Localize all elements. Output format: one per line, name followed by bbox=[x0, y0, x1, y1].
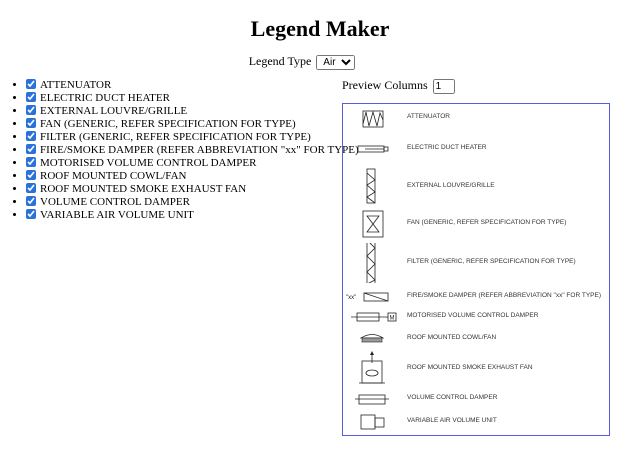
fan-icon bbox=[362, 210, 384, 238]
item-label: MOTORISED VOLUME CONTROL DAMPER bbox=[40, 157, 257, 169]
vav-unit-icon bbox=[360, 414, 385, 430]
preview-label: FIRE/SMOKE DAMPER (REFER ABBREVIATION "x… bbox=[407, 292, 601, 299]
checklist-item: ATTENUATOR bbox=[26, 79, 359, 92]
item-label: ATTENUATOR bbox=[40, 79, 112, 91]
checklist-item: VARIABLE AIR VOLUME UNIT bbox=[26, 209, 359, 222]
preview-label: ROOF MOUNTED COWL/FAN bbox=[407, 334, 497, 341]
checklist-item: FIRE/SMOKE DAMPER (REFER ABBREVIATION "x… bbox=[26, 144, 359, 157]
electric-duct-heater-icon bbox=[357, 145, 389, 153]
item-checkbox[interactable] bbox=[26, 144, 36, 154]
item-label: FILTER (GENERIC, REFER SPECIFICATION FOR… bbox=[40, 131, 311, 143]
attenuator-icon bbox=[362, 110, 384, 128]
filter-icon bbox=[366, 243, 376, 283]
item-checkbox[interactable] bbox=[26, 157, 36, 167]
item-label: VARIABLE AIR VOLUME UNIT bbox=[40, 209, 194, 221]
preview-label: EXTERNAL LOUVRE/GRILLE bbox=[407, 182, 495, 189]
item-checkbox[interactable] bbox=[26, 79, 36, 89]
volume-damper-icon bbox=[355, 394, 389, 405]
item-checkbox[interactable] bbox=[26, 196, 36, 206]
checklist-item: FILTER (GENERIC, REFER SPECIFICATION FOR… bbox=[26, 131, 359, 144]
preview-label: VOLUME CONTROL DAMPER bbox=[407, 394, 498, 401]
item-checkbox[interactable] bbox=[26, 105, 36, 115]
checklist-item: VOLUME CONTROL DAMPER bbox=[26, 196, 359, 209]
fire-smoke-damper-icon: "xx" bbox=[346, 292, 389, 302]
preview-label: ELECTRIC DUCT HEATER bbox=[407, 144, 487, 151]
item-label: ELECTRIC DUCT HEATER bbox=[40, 92, 170, 104]
preview-label: FAN (GENERIC, REFER SPECIFICATION FOR TY… bbox=[407, 219, 567, 226]
motorised-damper-icon: M bbox=[351, 312, 397, 322]
item-checkbox[interactable] bbox=[26, 118, 36, 128]
page-title: Legend Maker bbox=[250, 16, 390, 41]
item-label: ROOF MOUNTED SMOKE EXHAUST FAN bbox=[40, 183, 247, 195]
legend-type-select[interactable]: Air bbox=[316, 55, 356, 70]
item-checkbox[interactable] bbox=[26, 170, 36, 180]
item-checkbox[interactable] bbox=[26, 92, 36, 102]
preview-label: VARIABLE AIR VOLUME UNIT bbox=[407, 417, 497, 424]
checklist-item: ROOF MOUNTED COWL/FAN bbox=[26, 170, 359, 183]
svg-text:"xx": "xx" bbox=[346, 295, 356, 301]
checklist-item: EXTERNAL LOUVRE/GRILLE bbox=[26, 105, 359, 118]
checklist-item: ROOF MOUNTED SMOKE EXHAUST FAN bbox=[26, 183, 359, 196]
preview-label: FILTER (GENERIC, REFER SPECIFICATION FOR… bbox=[407, 258, 576, 265]
legend-type-label: Legend Type bbox=[248, 54, 312, 68]
preview-columns-control: Preview Columns bbox=[342, 78, 455, 94]
item-checkbox[interactable] bbox=[26, 209, 36, 219]
preview-label: ATTENUATOR bbox=[407, 113, 450, 120]
item-label: VOLUME CONTROL DAMPER bbox=[40, 196, 190, 208]
item-checkbox[interactable] bbox=[26, 131, 36, 141]
checklist-item: MOTORISED VOLUME CONTROL DAMPER bbox=[26, 157, 359, 170]
item-label: ROOF MOUNTED COWL/FAN bbox=[40, 170, 187, 182]
svg-text:M: M bbox=[390, 316, 395, 322]
legend-type-control: Legend Type Air bbox=[0, 54, 604, 70]
preview-label: MOTORISED VOLUME CONTROL DAMPER bbox=[407, 312, 539, 319]
preview-columns-input[interactable] bbox=[432, 79, 455, 94]
roof-cowl-icon bbox=[359, 334, 385, 343]
preview-label: ROOF MOUNTED SMOKE EXHAUST FAN bbox=[407, 364, 533, 371]
louvre-icon bbox=[366, 168, 376, 204]
item-label: EXTERNAL LOUVRE/GRILLE bbox=[40, 105, 188, 117]
checklist-item: ELECTRIC DUCT HEATER bbox=[26, 92, 359, 105]
item-label: FAN (GENERIC, REFER SPECIFICATION FOR TY… bbox=[40, 118, 296, 130]
smoke-exhaust-fan-icon bbox=[359, 351, 385, 384]
preview-columns-label: Preview Columns bbox=[342, 78, 428, 92]
checklist-item: FAN (GENERIC, REFER SPECIFICATION FOR TY… bbox=[26, 118, 359, 131]
legend-preview: ATTENUATOR ELECTRIC DUCT HEATER EXTERNAL L… bbox=[342, 103, 610, 436]
item-checkbox[interactable] bbox=[26, 183, 36, 193]
item-label: FIRE/SMOKE DAMPER (REFER ABBREVIATION "x… bbox=[40, 144, 359, 156]
